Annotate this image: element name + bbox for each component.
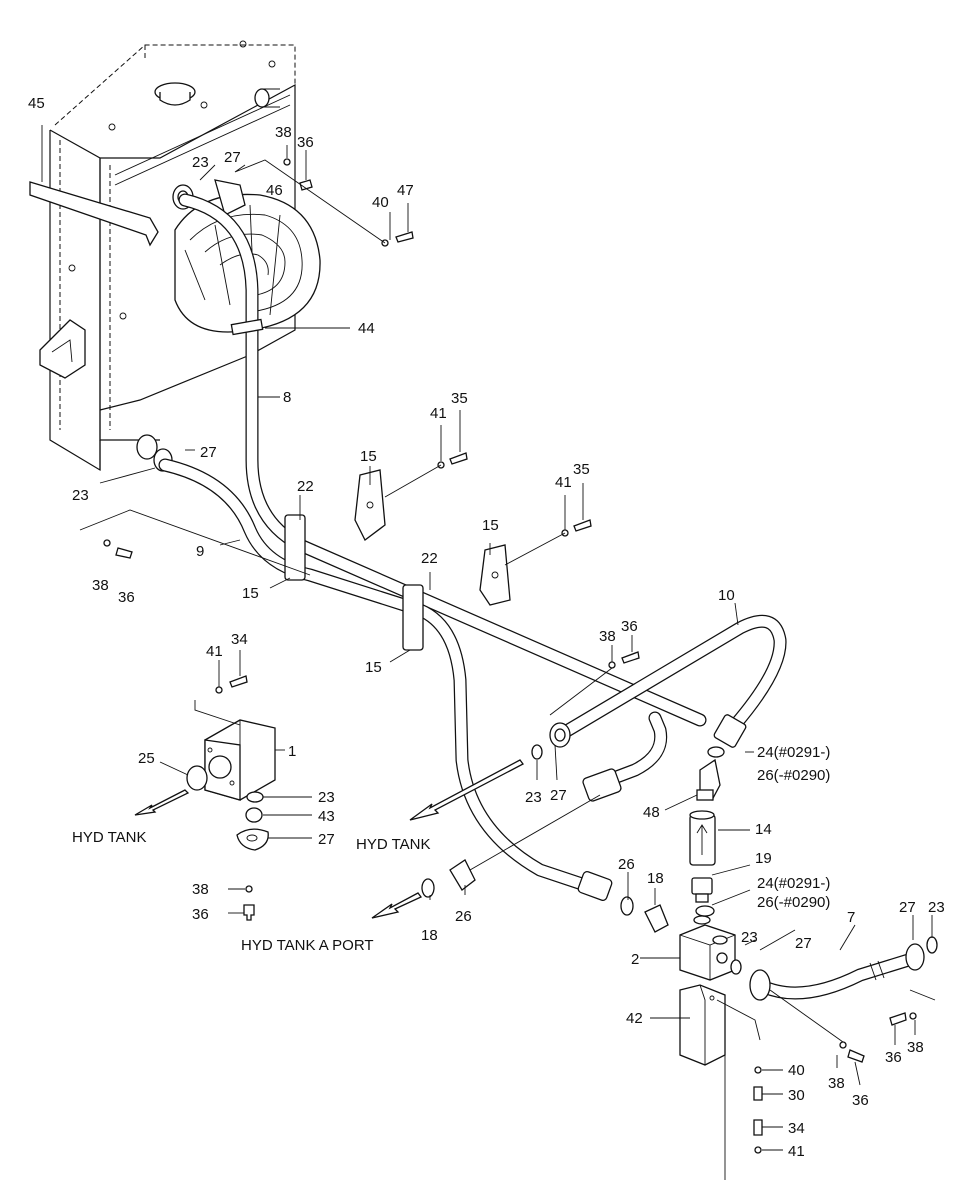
- callout-labels: HYD TANK HYD TANK HYD TANK A PORT: [72, 829, 430, 954]
- label-42: 42: [626, 1010, 643, 1027]
- callout-hyd-tank-1: HYD TANK: [72, 829, 146, 846]
- label-36: 36: [118, 589, 135, 606]
- part-labels: 45 38 36 23 27 46 40 47 44 8 41 35 27 23…: [28, 95, 945, 1160]
- label-15: 15: [365, 659, 382, 676]
- label-27: 27: [224, 149, 241, 166]
- label-38: 38: [828, 1075, 845, 1092]
- pipe-7: [749, 943, 925, 1001]
- adapter-19: [691, 877, 713, 925]
- label-25: 25: [138, 750, 155, 767]
- label-40: 40: [372, 194, 389, 211]
- label-23: 23: [525, 789, 542, 806]
- label-36: 36: [621, 618, 638, 635]
- arrows: [134, 759, 524, 919]
- label-2: 2: [631, 951, 639, 968]
- label-38: 38: [92, 577, 109, 594]
- label-41: 41: [555, 474, 572, 491]
- label-26: 26(-#0290): [757, 894, 830, 911]
- label-35: 35: [573, 461, 590, 478]
- label-36: 36: [885, 1049, 902, 1066]
- bracket-42: [679, 984, 726, 1066]
- clamp-22-left: [284, 514, 306, 581]
- label-22: 22: [421, 550, 438, 567]
- label-34: 34: [231, 631, 248, 648]
- label-43: 43: [318, 808, 335, 825]
- label-26: 26: [455, 908, 472, 925]
- label-24: 24(#0291-): [757, 744, 830, 761]
- label-35: 35: [451, 390, 468, 407]
- label-9: 9: [196, 543, 204, 560]
- label-15: 15: [360, 448, 377, 465]
- label-38: 38: [907, 1039, 924, 1056]
- label-8: 8: [283, 389, 291, 406]
- callout-hyd-tank-2: HYD TANK: [356, 836, 430, 853]
- callout-hyd-tank-a-port: HYD TANK A PORT: [241, 937, 374, 954]
- bracket-15-b: [479, 544, 511, 606]
- arrow-hyd-tank-a-port: [371, 892, 423, 919]
- hose-8: [178, 193, 707, 727]
- arrow-hyd-tank-2: [409, 759, 524, 821]
- bracket-45: [29, 181, 159, 247]
- clamp-22-right: [402, 584, 424, 651]
- label-44: 44: [358, 320, 375, 337]
- label-14: 14: [755, 821, 772, 838]
- label-19: 19: [755, 850, 772, 867]
- label-46: 46: [266, 182, 283, 199]
- label-26: 26: [618, 856, 635, 873]
- label-23: 23: [741, 929, 758, 946]
- label-34: 34: [788, 1120, 805, 1137]
- label-18: 18: [421, 927, 438, 944]
- clamp-44: [230, 318, 264, 336]
- hose-lower: [582, 711, 668, 802]
- label-23: 23: [192, 154, 209, 171]
- fitting-48: [696, 758, 721, 801]
- label-27: 27: [795, 935, 812, 952]
- label-38: 38: [599, 628, 616, 645]
- label-40: 40: [788, 1062, 805, 1079]
- label-38: 38: [192, 881, 209, 898]
- leader-lines: [41, 125, 936, 1180]
- label-41: 41: [430, 405, 447, 422]
- label-22: 22: [297, 478, 314, 495]
- label-27: 27: [899, 899, 916, 916]
- hose-10: [549, 614, 787, 748]
- label-36: 36: [852, 1092, 869, 1109]
- label-38: 38: [275, 124, 292, 141]
- label-41: 41: [206, 643, 223, 660]
- label-36: 36: [297, 134, 314, 151]
- label-1: 1: [288, 743, 296, 760]
- hardware: [103, 158, 917, 1154]
- label-10: 10: [718, 587, 735, 604]
- label-45: 45: [28, 95, 45, 112]
- label-18: 18: [647, 870, 664, 887]
- label-48: 48: [643, 804, 660, 821]
- label-47: 47: [397, 182, 414, 199]
- label-15: 15: [242, 585, 259, 602]
- label-26: 26(-#0290): [757, 767, 830, 784]
- label-41: 41: [788, 1143, 805, 1160]
- block-1: [186, 719, 276, 921]
- label-23: 23: [928, 899, 945, 916]
- label-36: 36: [192, 906, 209, 923]
- block-2: [679, 924, 736, 981]
- label-15: 15: [482, 517, 499, 534]
- arrow-hyd-tank-1: [134, 789, 190, 816]
- filter-14: [689, 810, 716, 866]
- label-23: 23: [72, 487, 89, 504]
- label-23: 23: [318, 789, 335, 806]
- label-27: 27: [318, 831, 335, 848]
- label-30: 30: [788, 1087, 805, 1104]
- label-24: 24(#0291-): [757, 875, 830, 892]
- label-27: 27: [550, 787, 567, 804]
- radiator-assembly: [29, 40, 321, 472]
- label-27: 27: [200, 444, 217, 461]
- bracket-15-a: [354, 469, 386, 541]
- label-7: 7: [847, 909, 855, 926]
